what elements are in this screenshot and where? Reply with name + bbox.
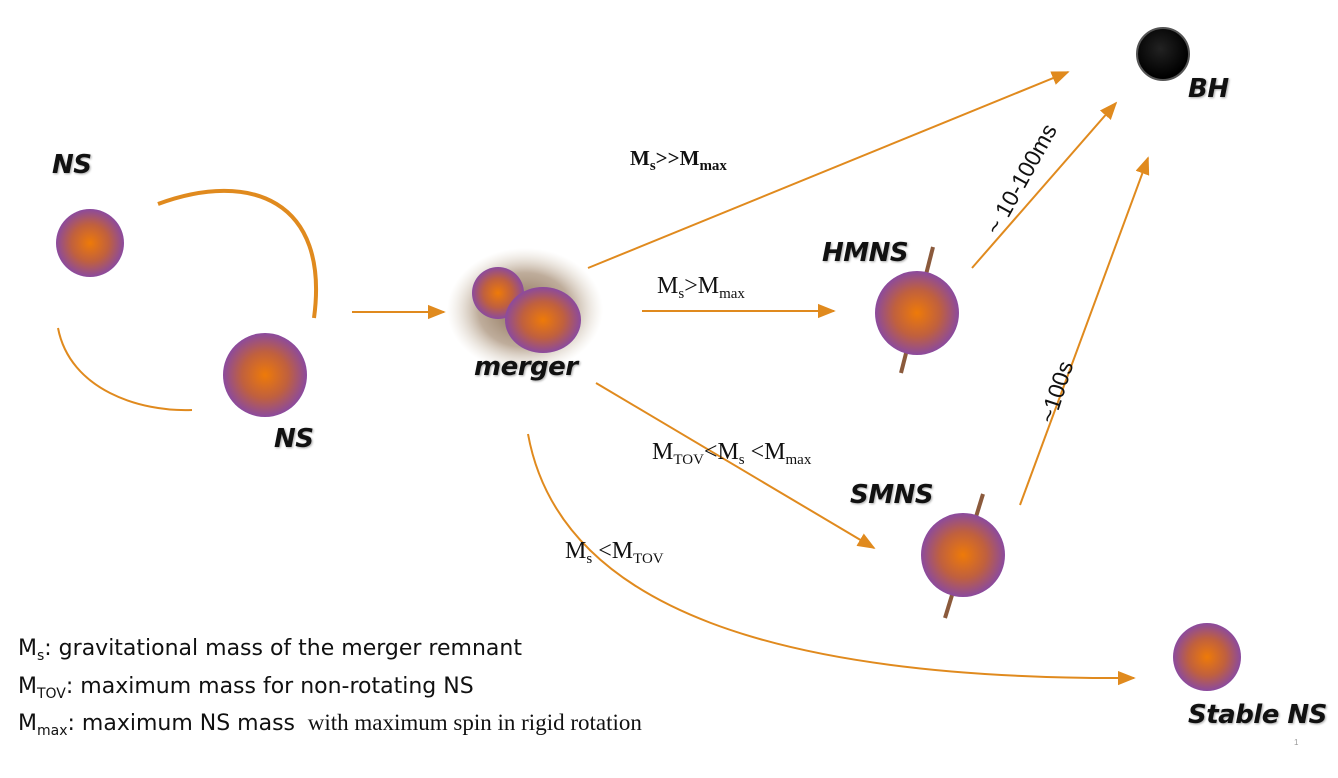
neutron-star-bottom — [223, 333, 307, 417]
arrow-merger-to-smns — [595, 382, 876, 549]
label-ns-top: NS — [52, 150, 92, 180]
smns-star — [921, 513, 1005, 597]
arrow-merger-to-stable — [527, 433, 1136, 686]
page-number: 1 — [1294, 738, 1299, 747]
condition-ms-greater-mmax: Ms>Mmax — [657, 273, 745, 302]
black-hole — [1136, 27, 1190, 81]
condition-ms-much-greater-mmax: Ms>>Mmax — [630, 146, 727, 174]
condition-mtov-ms-mmax: MTOV<Ms <Mmax — [652, 439, 812, 468]
label-smns: SMNS — [850, 480, 934, 510]
stable-ns-star — [1173, 623, 1241, 691]
label-ns-bottom: NS — [274, 424, 314, 454]
hmns-star — [875, 271, 959, 355]
condition-ms-less-mtov: Ms <MTOV — [565, 538, 664, 567]
label-hmns: HMNS — [822, 238, 909, 268]
label-stable-ns: Stable NS — [1188, 700, 1327, 730]
legend-line-ms: Ms: gravitational mass of the merger rem… — [18, 636, 522, 664]
label-merger: merger — [474, 352, 578, 382]
orbit-arc-top — [157, 188, 318, 319]
neutron-star-top — [56, 209, 124, 277]
legend-line-mtov: MTOV: maximum mass for non-rotating NS — [18, 674, 474, 702]
orbit-arc-bottom — [57, 327, 193, 412]
arrow-smns-to-bh — [1019, 156, 1150, 506]
legend-line-mmax: Mmax: maximum NS mass with maximum spin … — [18, 710, 642, 739]
arrow-hmns-to-bh — [971, 101, 1118, 269]
merger-star-large — [505, 287, 581, 353]
arrow-merger-to-bh — [587, 71, 1070, 269]
label-bh: BH — [1188, 74, 1229, 104]
